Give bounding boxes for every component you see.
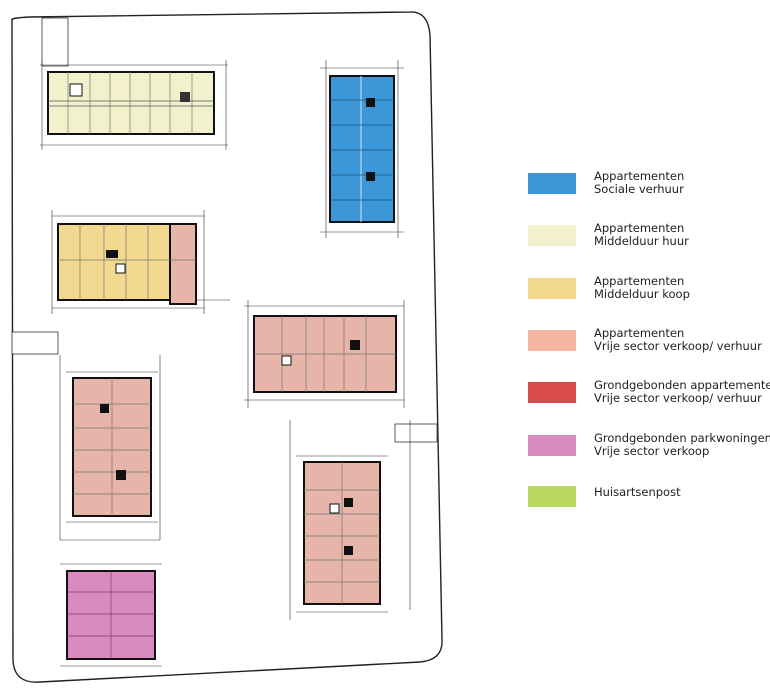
legend-swatch (528, 278, 576, 299)
legend-item-sociale-verhuur: Appartementen Sociale verhuur (528, 170, 768, 200)
legend-label: Appartementen Middelduur huur (594, 221, 689, 248)
building-block-parkwoningen (60, 563, 162, 667)
legend-swatch (528, 382, 576, 403)
building-block-sociale-huur (320, 60, 404, 238)
legend-item-middelduur-koop: Appartementen Middelduur koop (528, 275, 768, 305)
legend-item-grondgebonden-parkwoningen: Grondgebonden parkwoningen Vrije sector … (528, 431, 770, 462)
building-block-vrije-sector-center (244, 300, 405, 408)
entrance-path-right (394, 423, 438, 443)
building-block-vrije-sector-left (66, 371, 158, 523)
entrance-path-left (11, 331, 59, 355)
legend-label: Appartementen Middelduur koop (594, 274, 690, 301)
legend-swatch (528, 486, 576, 507)
building-block-middelduur-koop (51, 210, 205, 314)
legend-label: Appartementen Vrije sector verkoop/ verh… (594, 326, 762, 353)
legend-swatch (528, 173, 576, 194)
legend-swatch (528, 330, 576, 351)
legend-label: Grondgebonden parkwoningen Vrije sector … (594, 431, 770, 458)
building-block-middelduur-huur (40, 60, 228, 150)
legend-item-huisartsenpost: Huisartsenpost (528, 483, 768, 513)
legend-label: Appartementen Sociale verhuur (594, 169, 685, 196)
legend-swatch (528, 435, 576, 456)
legend-label: Grondgebonden appartementen Vrije sector… (594, 378, 770, 405)
legend-item-grondgebonden-appartementen: Grondgebonden appartementen Vrije sector… (528, 378, 770, 409)
site-boundary (11, 11, 443, 683)
building-block-vrije-sector-right (296, 455, 388, 613)
top-left-stub (41, 17, 69, 67)
legend-item-vrije-sector: Appartementen Vrije sector verkoop/ verh… (528, 327, 768, 357)
legend-label: Huisartsenpost (594, 485, 681, 499)
legend-swatch (528, 225, 576, 246)
legend-item-middelduur-huur: Appartementen Middelduur huur (528, 222, 768, 252)
